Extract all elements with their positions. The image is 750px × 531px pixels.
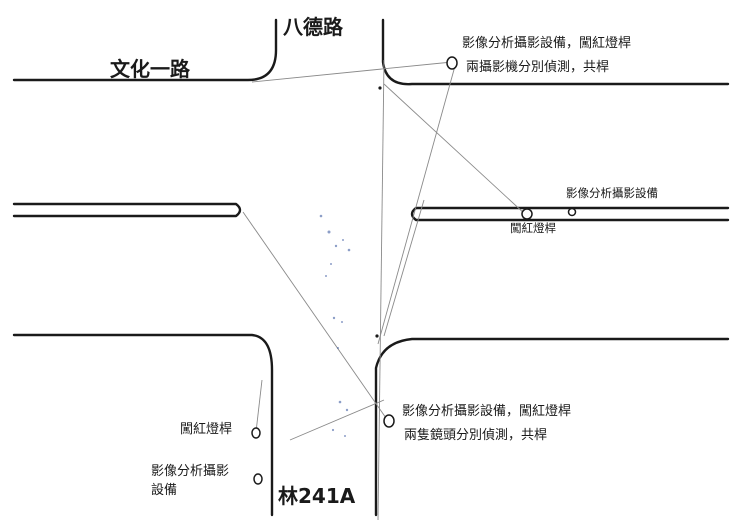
- median-west: [12, 202, 242, 218]
- pole-ne-circle: [446, 56, 458, 70]
- sight-line-2: [377, 65, 456, 345]
- pole-east-camera-circle: [567, 207, 577, 217]
- annotation-east-camera: 影像分析攝影設備: [566, 186, 658, 200]
- annotation-sw-camera-line1: 影像分析攝影: [151, 464, 230, 479]
- annotation-sw-signal: 闖紅燈桿: [180, 422, 233, 437]
- annotation-east-signal: 闖紅燈桿: [510, 221, 556, 235]
- road-name-south: 林241A: [278, 484, 356, 508]
- center-dot-1: [378, 86, 382, 90]
- annotation-ne-line2: 兩攝影機分別偵測，共桿: [466, 60, 610, 75]
- center-dot-2: [375, 334, 379, 338]
- pole-se-circle: [383, 414, 395, 428]
- road-name-north: 八德路: [283, 15, 343, 39]
- road-edge-ne: [381, 18, 730, 86]
- annotation-sw-camera-line2: 設備: [151, 483, 178, 498]
- annotation-ne-line1: 影像分析攝影設備，闖紅燈桿: [462, 36, 632, 51]
- sight-line-8: [377, 59, 385, 521]
- sight-line-4: [383, 199, 425, 337]
- annotation-se-line2: 兩隻鏡頭分別偵測，共桿: [404, 428, 548, 443]
- road-edge-se: [374, 337, 730, 517]
- sight-line-3: [383, 83, 527, 216]
- sight-line-7: [255, 379, 263, 433]
- pole-sw-signal-circle: [251, 427, 261, 439]
- sight-line-6: [289, 399, 385, 441]
- sight-line-5: [242, 211, 387, 419]
- road-name-west: 文化一路: [110, 57, 190, 81]
- road-edge-sw: [12, 333, 274, 517]
- annotation-se-line1: 影像分析攝影設備，闖紅燈桿: [402, 404, 572, 419]
- pole-east-signal-circle: [521, 208, 533, 220]
- road-edge-nw: [12, 18, 278, 82]
- pole-sw-camera-circle: [253, 473, 263, 485]
- sight-line-1: [251, 61, 453, 83]
- scan-speckles: [319, 214, 351, 437]
